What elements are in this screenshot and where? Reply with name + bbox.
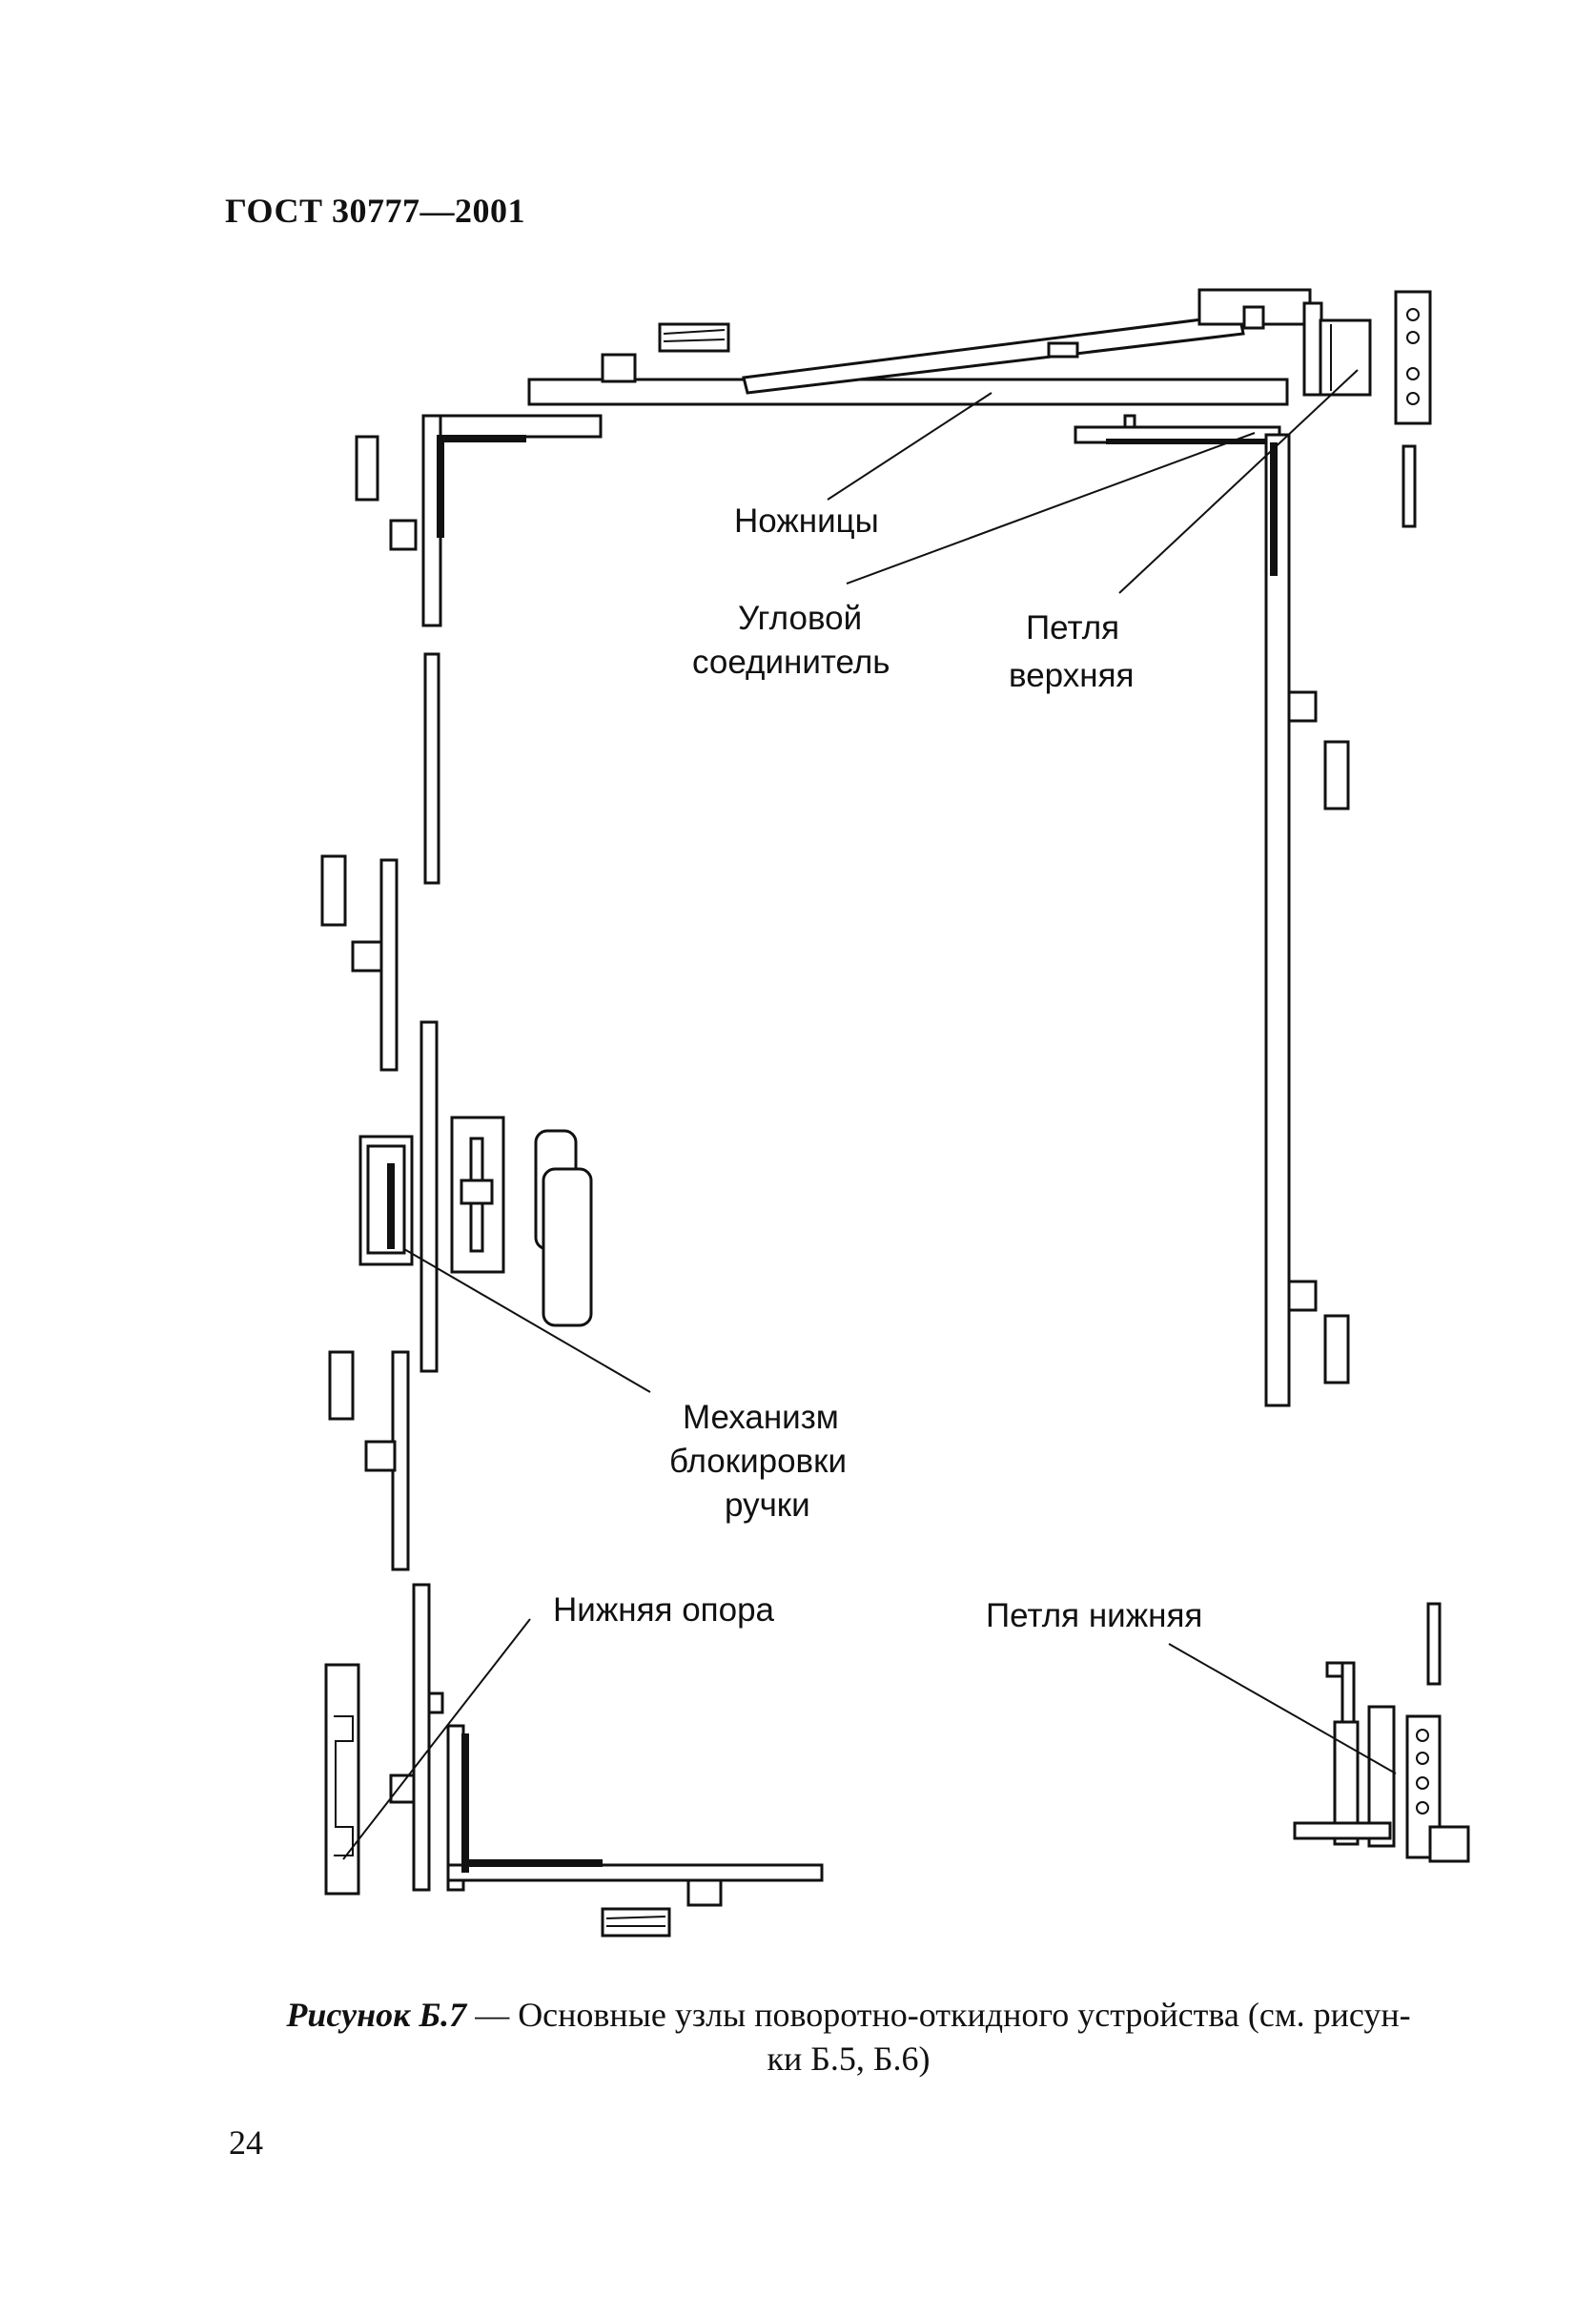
handle-lock-mechanism xyxy=(358,1116,651,1393)
bottom-left-bar xyxy=(412,1583,431,1892)
scissors-main-bar xyxy=(527,378,1289,406)
right-side-fittings xyxy=(1287,690,1350,1384)
scissors-arm xyxy=(742,313,1245,395)
left-block-2 xyxy=(351,940,383,973)
corner-bottom-base xyxy=(446,1863,824,1882)
page-number: 24 xyxy=(229,2123,263,2162)
label-handle-lock-1: Механизм xyxy=(683,1399,839,1436)
right-block-2 xyxy=(1287,1280,1318,1312)
scissors-block xyxy=(601,353,637,383)
bottom-support-block xyxy=(389,1774,416,1804)
label-scissors: Ножницы xyxy=(734,502,879,540)
label-top-hinge-1: Петля xyxy=(1026,609,1119,646)
left-keeper-3 xyxy=(328,1350,355,1421)
right-keeper-1 xyxy=(1323,740,1350,810)
left-block-4 xyxy=(364,1440,397,1472)
scissors-end-cap xyxy=(1319,318,1372,397)
bottom-strip xyxy=(601,1907,671,1938)
left-keeper-1 xyxy=(320,854,347,927)
caption-line-2: ки Б.5, Б.6) xyxy=(767,2040,931,2078)
handle-grip xyxy=(542,1167,593,1327)
bottom-hinge-pin xyxy=(1426,1602,1442,1686)
label-corner-connector-2: соединитель xyxy=(692,644,890,681)
caption-text: — Основные узлы поворотно-откидного устр… xyxy=(466,1996,1411,2034)
caption-line-1: Рисунок Б.7 — Основные узлы поворотно-от… xyxy=(191,1993,1506,2037)
figure-labels: Ножницы Угловой соединитель Петля верхня… xyxy=(553,502,1202,1634)
bottom-hinge-assembly xyxy=(1293,1602,1470,1863)
right-sash-bar xyxy=(1264,433,1291,1407)
label-corner-connector-1: Угловой xyxy=(738,600,862,637)
scissors-post xyxy=(1302,301,1323,397)
top-hinge-pin xyxy=(1402,444,1417,528)
top-hinge-plate xyxy=(1394,290,1432,425)
left-bar-2 xyxy=(379,858,399,1072)
left-bar-1 xyxy=(423,652,440,885)
label-handle-lock-3: ручки xyxy=(725,1487,810,1524)
leader-lines xyxy=(342,369,1397,1860)
bottom-base-block xyxy=(686,1878,723,1907)
gearbox-spindle xyxy=(460,1179,494,1205)
scissors-assembly xyxy=(527,288,1372,406)
scissors-slot xyxy=(1047,341,1079,359)
label-top-hinge-2: верхняя xyxy=(1009,657,1134,694)
left-side-fittings xyxy=(320,652,440,1571)
lock-block xyxy=(389,519,418,551)
label-bottom-hinge: Петля нижняя xyxy=(986,1597,1202,1634)
lock-plate xyxy=(355,435,379,502)
top-left-corner xyxy=(355,414,603,627)
bottom-keeper-plate xyxy=(324,1663,360,1896)
top-right-corner xyxy=(1074,290,1432,1407)
bottom-support-assembly xyxy=(324,1583,824,1938)
bottom-hinge-foot xyxy=(1293,1821,1392,1840)
left-bar-3 xyxy=(419,1020,439,1373)
right-keeper-2 xyxy=(1323,1314,1350,1384)
standard-header: ГОСТ 30777—2001 xyxy=(225,192,525,230)
scissors-strip xyxy=(658,322,730,353)
bottom-hinge-cap xyxy=(1428,1825,1470,1863)
caption-lead: Рисунок Б.7 xyxy=(286,1996,467,2034)
right-block-1 xyxy=(1287,690,1318,723)
label-handle-lock-2: блокировки xyxy=(669,1443,847,1480)
scissors-pivot xyxy=(1242,305,1265,330)
corner-top-leg-left xyxy=(421,414,603,439)
figure-caption: Рисунок Б.7 — Основные узлы поворотно-от… xyxy=(191,1993,1506,2081)
label-bottom-support: Нижняя опора xyxy=(553,1591,775,1629)
lock-housing-inner xyxy=(366,1144,406,1255)
